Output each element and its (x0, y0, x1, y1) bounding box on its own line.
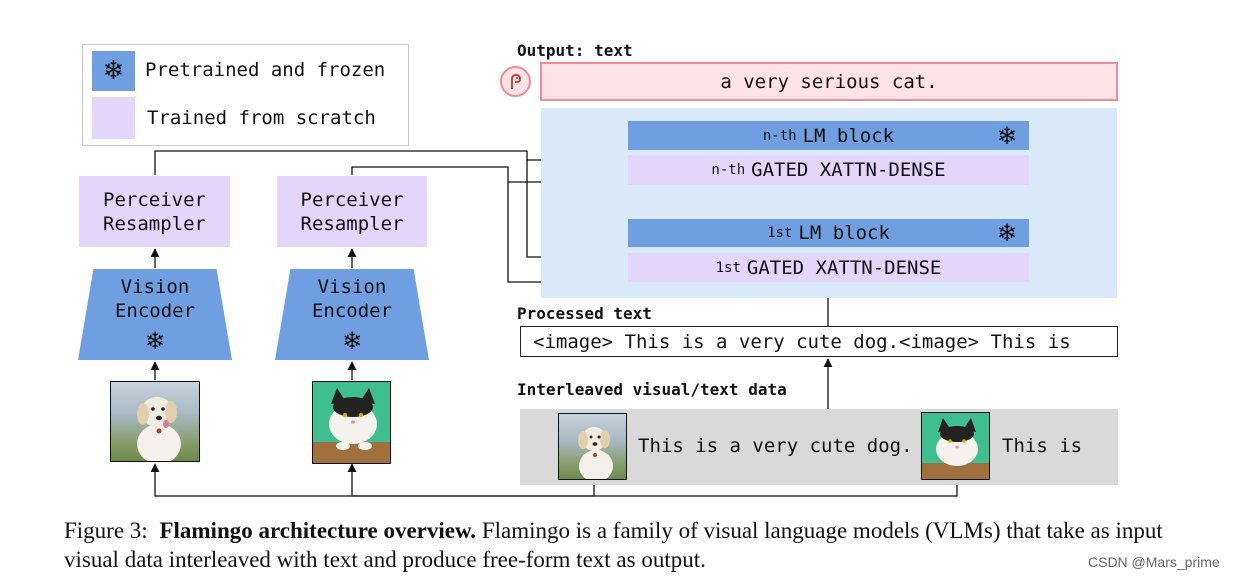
watermark: CSDN @Mars_prime (1088, 554, 1220, 570)
legend-frozen-label: Pretrained and frozen (145, 59, 386, 81)
interleaved-dog-photo (558, 413, 627, 480)
interleaved-cat-art (922, 418, 989, 479)
nth-xattn-prefix: n-th (711, 162, 746, 178)
flamingo-icon (500, 66, 531, 97)
nth-gated-xattn-block: n-th GATED XATTN-DENSE (628, 155, 1029, 185)
first-lm-prefix: 1st (767, 225, 793, 241)
cat-photo (312, 381, 391, 464)
nth-lm-label: LM block (802, 124, 895, 147)
interleaved-text-1: This is a very cute dog. (638, 435, 913, 457)
vision-encoder-right: Vision Encoder ❄ (275, 269, 429, 360)
flamingo-glyph (510, 73, 521, 89)
legend: ❄ Pretrained and frozen Trained from scr… (82, 44, 409, 146)
interleaved-data-box: This is a very cute dog. This is (520, 409, 1118, 485)
dog-image-art (137, 397, 181, 461)
caption-prefix: Figure 3: (64, 518, 148, 543)
interleaved-dog-art (578, 427, 613, 479)
processed-text: <image> This is a very cute dog.<image> … (533, 330, 1071, 353)
first-gated-xattn-block: 1st GATED XATTN-DENSE (628, 253, 1029, 282)
vision-encoder-left: Vision Encoder ❄ (78, 269, 232, 360)
feed-line-2 (347, 463, 958, 497)
first-lm-label: LM block (798, 222, 890, 244)
interleaved-heading: Interleaved visual/text data (517, 380, 787, 399)
first-xattn-label: GATED XATTN-DENSE (746, 256, 942, 279)
trained-swatch (92, 97, 135, 139)
perceiver-resampler-right: Perceiver Resampler (277, 176, 427, 247)
cat-image-art (313, 388, 390, 463)
first-lm-block: 1st LM block ❄ (628, 219, 1029, 247)
legend-trained-label: Trained from scratch (147, 107, 376, 129)
interleaved-text-2: This is (1002, 435, 1083, 457)
snowflake-icon: ❄ (341, 327, 363, 355)
first-xattn-prefix: 1st (715, 259, 741, 276)
output-heading: Output: text (517, 41, 633, 60)
vision-encoder-right-label: Vision Encoder (311, 276, 393, 322)
snowflake-icon: ❄ (996, 219, 1017, 247)
snowflake-icon: ❄ (144, 327, 166, 355)
frozen-swatch: ❄ (92, 51, 135, 91)
processed-text-heading: Processed text (517, 304, 652, 323)
processed-text-box: <image> This is a very cute dog.<image> … (520, 326, 1118, 357)
snowflake-icon: ❄ (102, 56, 125, 86)
vision-encoder-left-label: Vision Encoder (114, 276, 196, 322)
snowflake-icon: ❄ (996, 122, 1017, 150)
caption-title: Flamingo architecture overview. (159, 518, 477, 543)
nth-xattn-label: GATED XATTN-DENSE (751, 159, 946, 181)
output-text-box: a very serious cat. (540, 62, 1118, 101)
nth-lm-prefix: n-th (762, 127, 797, 144)
nth-lm-block: n-th LM block ❄ (628, 121, 1029, 150)
interleaved-cat-photo (921, 412, 990, 480)
figure-caption: Figure 3: Flamingo architecture overview… (64, 516, 1184, 574)
perceiver-resampler-left: Perceiver Resampler (79, 176, 230, 247)
caption-body: Flamingo is a family of visual language … (64, 518, 1163, 572)
output-text: a very serious cat. (720, 70, 938, 93)
dog-photo (110, 381, 200, 462)
